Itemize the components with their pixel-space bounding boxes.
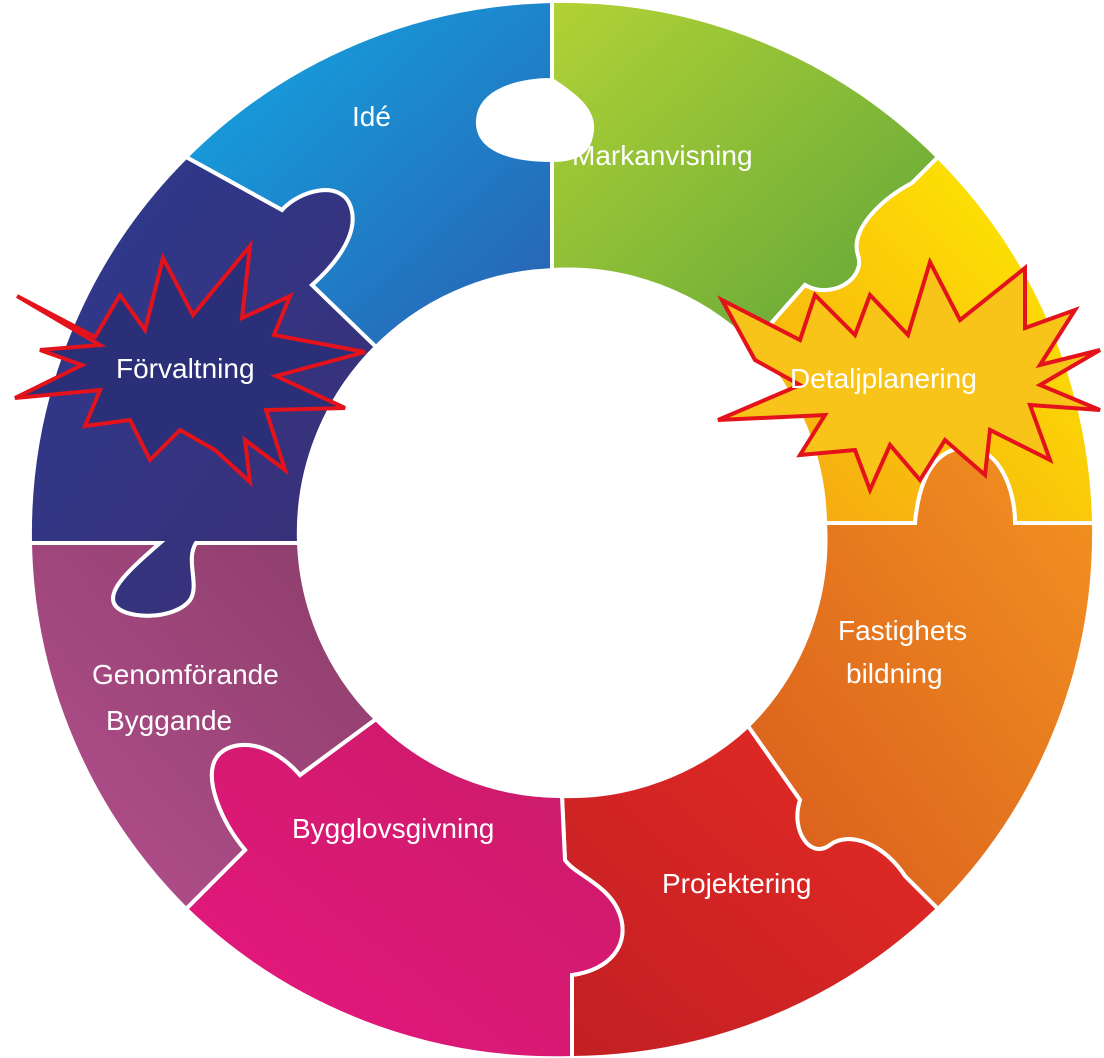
label-byggande: Byggande	[106, 705, 232, 736]
label-projektering: Projektering	[662, 868, 811, 899]
label-bildning: bildning	[846, 658, 943, 689]
label-detaljplanering: Detaljplanering	[790, 363, 977, 394]
forvaltning-starburst	[14, 239, 366, 488]
label-genomforande: Genomförande	[92, 659, 279, 690]
label-markanvisning: Markanvisning	[572, 140, 753, 171]
label-bygglovsgivning: Bygglovsgivning	[292, 813, 494, 844]
label-forvaltning: Förvaltning	[116, 353, 255, 384]
label-fastighets: Fastighets	[838, 615, 967, 646]
label-ide: Idé	[352, 101, 391, 132]
center-hole	[297, 268, 827, 798]
detaljplanering-starburst	[717, 256, 1102, 496]
